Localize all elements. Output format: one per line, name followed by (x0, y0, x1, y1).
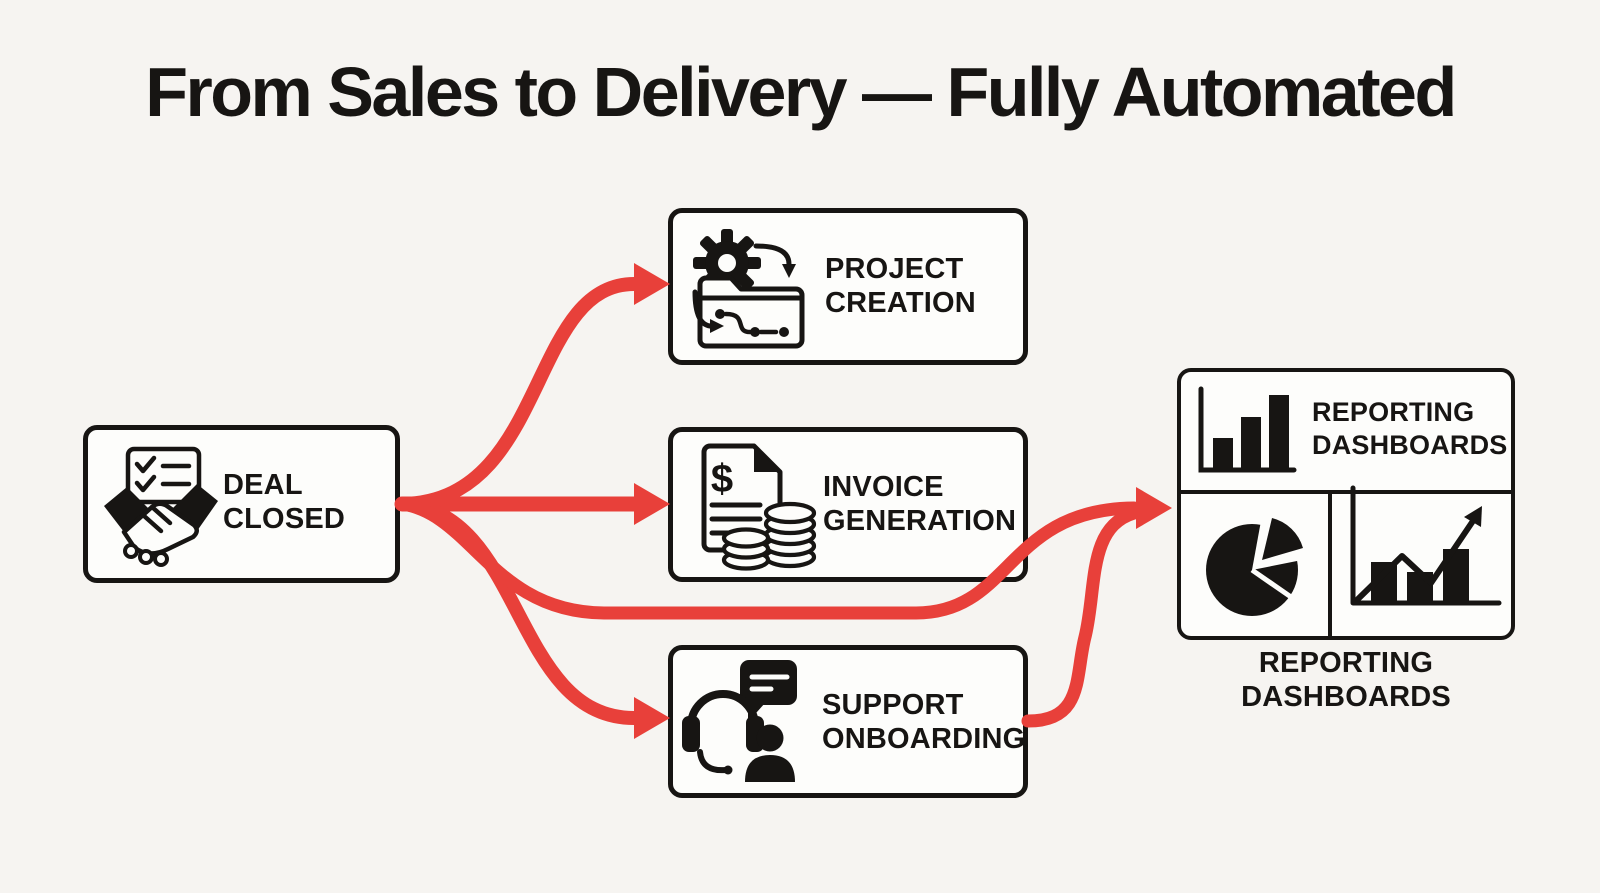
label-line: REPORTING (1312, 397, 1475, 427)
label-line: INVOICE (823, 471, 944, 503)
label-line: DEAL (223, 469, 303, 501)
caption-reporting-dashboards: REPORTING DASHBOARDS (1177, 646, 1515, 714)
label-line: CREATION (825, 287, 976, 319)
caption-line: DASHBOARDS (1241, 681, 1451, 713)
label-line: CLOSED (223, 503, 346, 535)
label-support-onboarding: SUPPORT ONBOARDING (822, 688, 1025, 756)
label-line: SUPPORT (822, 689, 964, 721)
arrow-deal-to-support (395, 497, 641, 725)
panel-divider-vertical (1328, 492, 1332, 638)
arrowhead-reporting (1136, 487, 1172, 529)
diagram-title: From Sales to Delivery — Fully Automated (145, 53, 1457, 131)
panel-divider-horizontal (1179, 490, 1513, 494)
label-line: ONBOARDING (822, 723, 1026, 755)
label-deal-closed: DEAL CLOSED (223, 468, 345, 536)
label-invoice-generation: INVOICE GENERATION (823, 470, 1016, 538)
label-project-creation: PROJECT CREATION (825, 252, 976, 320)
arrowhead-support (634, 697, 670, 739)
label-line: GENERATION (823, 505, 1017, 537)
arrow-support-to-reporting (1021, 506, 1141, 728)
arrow-deal-to-project (395, 277, 641, 511)
label-line: DASHBOARDS (1312, 430, 1508, 460)
arrowhead-invoice (634, 483, 670, 525)
label-reporting-dashboards: REPORTING DASHBOARDS (1312, 396, 1508, 462)
caption-line: REPORTING (1258, 647, 1434, 679)
arrowhead-project (634, 263, 670, 305)
label-line: PROJECT (825, 253, 964, 285)
